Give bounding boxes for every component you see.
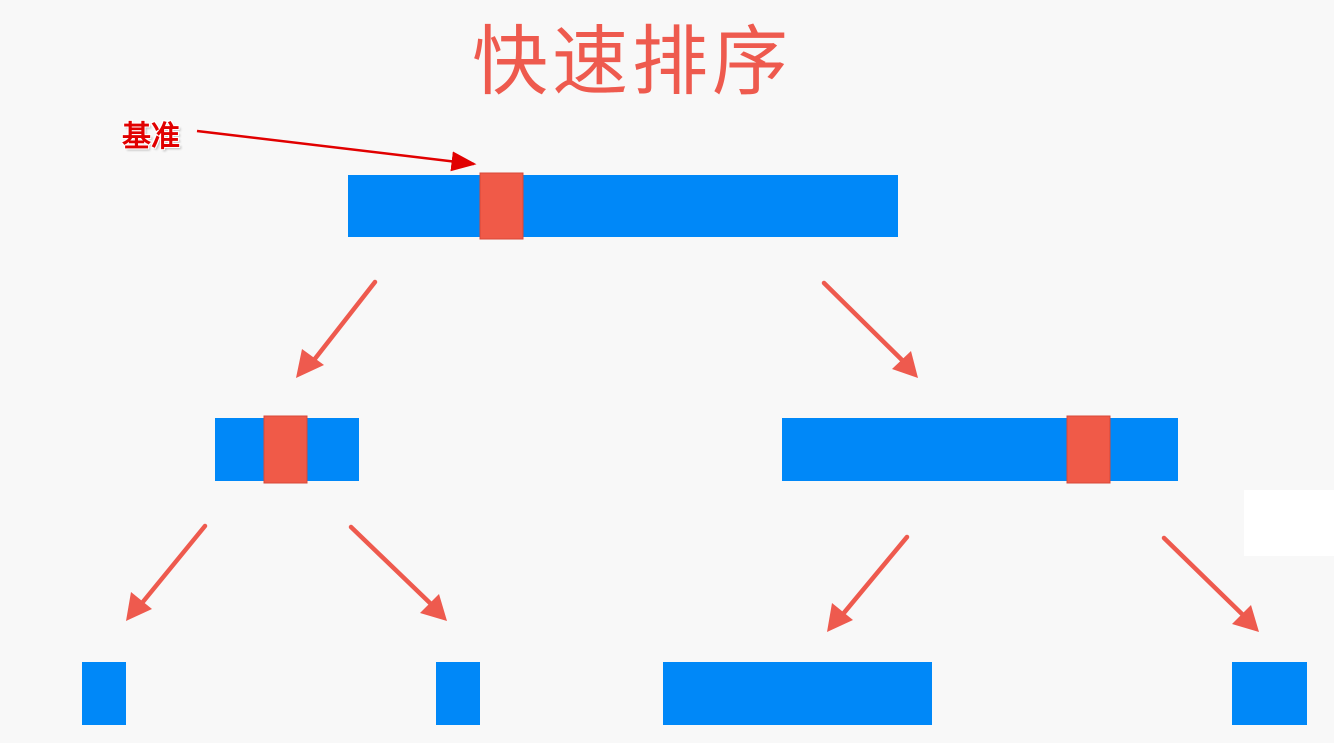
- array-level2-1: [82, 662, 126, 725]
- pivot-level1-left: [263, 415, 308, 484]
- pivot-pointer-arrow: [196, 129, 477, 172]
- split-arrow-l0-right: [821, 280, 918, 378]
- split-arrow-l1-left-left: [126, 523, 208, 621]
- pivot-label: 基准: [122, 119, 181, 153]
- array-level0: [348, 175, 898, 237]
- split-arrow-l1-right-right: [1161, 535, 1259, 632]
- array-level2-3: [663, 662, 932, 725]
- split-arrow-l0-left: [296, 279, 378, 378]
- pivot-level0: [479, 172, 524, 240]
- pivot-level1-right: [1066, 415, 1111, 484]
- array-level2-4: [1232, 662, 1307, 725]
- diagram-title: 快速排序: [472, 17, 792, 106]
- white-patch: [1244, 490, 1334, 556]
- array-level1-right: [782, 418, 1178, 481]
- split-arrow-l1-left-right: [348, 524, 447, 621]
- split-arrow-l1-right-left: [827, 534, 910, 632]
- array-level2-2: [436, 662, 480, 725]
